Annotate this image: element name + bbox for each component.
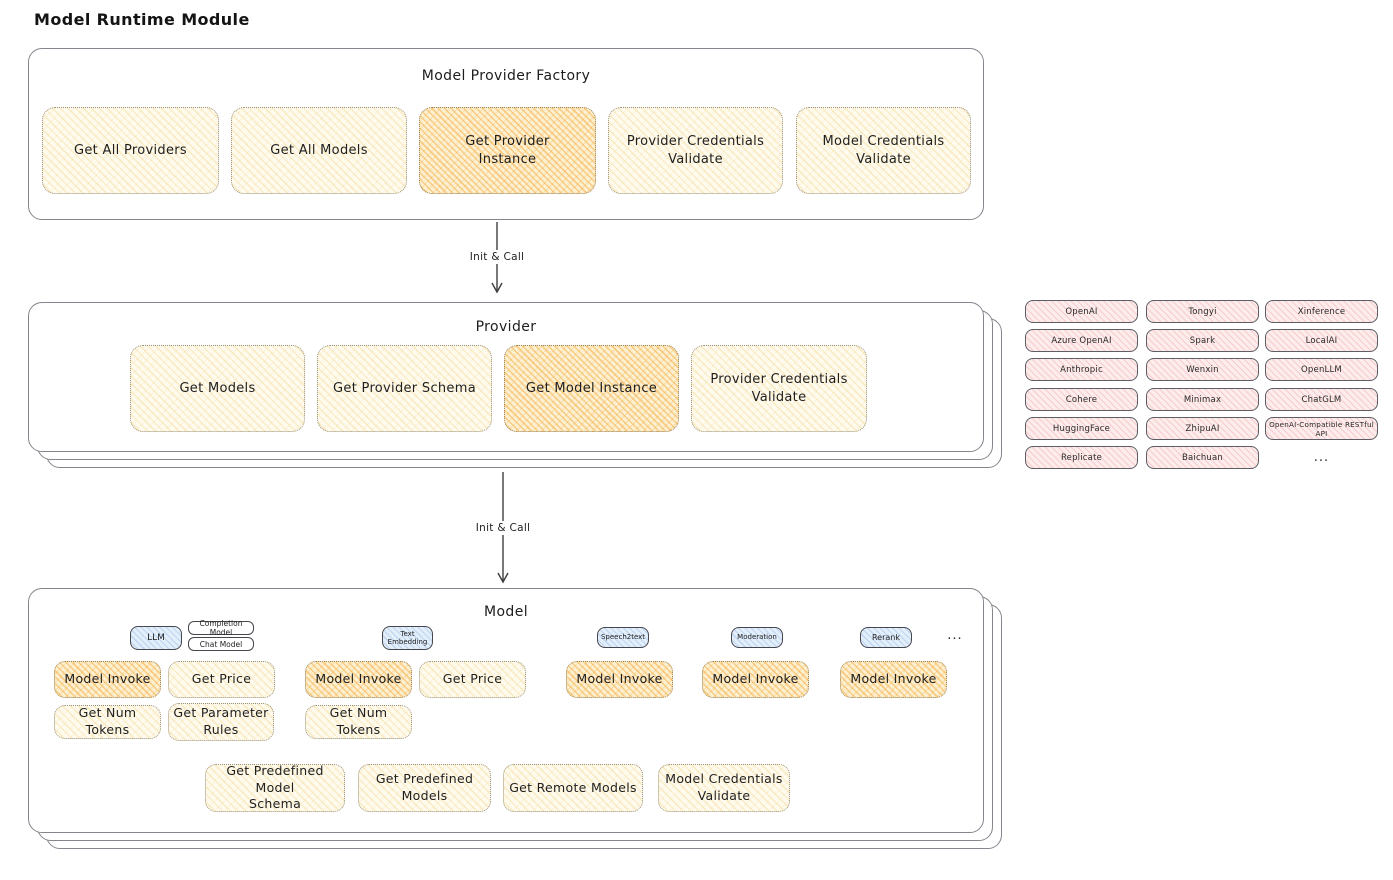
model-box-get-predefined-models: Get Predefined Models: [358, 764, 491, 812]
speech2text-model-invoke: Model Invoke: [566, 661, 673, 698]
llm-get-num-tokens: Get Num Tokens: [54, 705, 161, 739]
moderation-model-invoke: Model Invoke: [702, 661, 809, 698]
rerank-model-invoke: Model Invoke: [840, 661, 947, 698]
llm-model-invoke: Model Invoke: [54, 661, 161, 698]
model-box-get-predefined-model-schema: Get Predefined Model Schema: [205, 763, 345, 812]
llm-get-price: Get Price: [168, 661, 275, 698]
tag-speech2text: Speech2text: [597, 627, 649, 648]
provider-item-cohere: Cohere: [1025, 388, 1138, 411]
provider-item-minimax: Minimax: [1146, 388, 1259, 411]
provider-item-tongyi: Tongyi: [1146, 300, 1259, 323]
model-tags-more: ...: [947, 628, 963, 643]
text-embedding-model-invoke: Model Invoke: [305, 661, 412, 698]
page-title: Model Runtime Module: [34, 10, 250, 29]
provider-box-provider-credentials-validate: Provider Credentials Validate: [691, 345, 867, 432]
provider-item-replicate: Replicate: [1025, 446, 1138, 469]
llm-get-parameter-rules: Get Parameter Rules: [168, 703, 274, 741]
tag-chat-model: Chat Model: [188, 637, 254, 651]
provider-item-huggingface: HuggingFace: [1025, 417, 1138, 440]
provider-title: Provider: [475, 319, 537, 335]
factory-title: Model Provider Factory: [421, 68, 591, 84]
factory-box-get-provider-instance: Get Provider Instance: [419, 107, 596, 194]
provider-items-more: ...: [1313, 450, 1330, 465]
factory-box-model-credentials-validate: Model Credentials Validate: [796, 107, 971, 194]
model-title: Model: [483, 604, 529, 620]
provider-item-xinference: Xinference: [1265, 300, 1378, 323]
arrow-label-init-call-1: Init & Call: [459, 250, 535, 264]
model-box-get-remote-models: Get Remote Models: [503, 764, 643, 812]
tag-moderation: Moderation: [731, 627, 783, 648]
provider-item-chatglm: ChatGLM: [1265, 388, 1378, 411]
tag-text-embedding: Text Embedding: [382, 626, 433, 650]
text-embedding-get-num-tokens: Get Num Tokens: [305, 705, 412, 739]
provider-item-baichuan: Baichuan: [1146, 446, 1259, 469]
provider-item-wenxin: Wenxin: [1146, 358, 1259, 381]
factory-box-get-all-providers: Get All Providers: [42, 107, 219, 194]
factory-box-get-all-models: Get All Models: [231, 107, 407, 194]
provider-item-zhipuai: ZhipuAI: [1146, 417, 1259, 440]
provider-item-spark: Spark: [1146, 329, 1259, 352]
model-box-model-credentials-validate: Model Credentials Validate: [658, 764, 790, 812]
provider-item-openai: OpenAI: [1025, 300, 1138, 323]
provider-item-openai-compatible: OpenAI-Compatible RESTful API: [1265, 417, 1378, 440]
tag-completion-model: Completion Model: [188, 619, 254, 637]
provider-item-anthropic: Anthropic: [1025, 358, 1138, 381]
text-embedding-get-price: Get Price: [419, 661, 526, 698]
provider-box-get-model-instance: Get Model Instance: [504, 345, 679, 432]
provider-item-azure-openai: Azure OpenAI: [1025, 329, 1138, 352]
tag-llm: LLM: [130, 626, 182, 650]
provider-box-get-models: Get Models: [130, 345, 305, 432]
provider-item-localai: LocalAI: [1265, 329, 1378, 352]
provider-box-get-provider-schema: Get Provider Schema: [317, 345, 492, 432]
tag-rerank: Rerank: [860, 627, 912, 648]
arrow-label-init-call-2: Init & Call: [465, 521, 541, 535]
provider-item-openllm: OpenLLM: [1265, 358, 1378, 381]
factory-box-provider-credentials-validate: Provider Credentials Validate: [608, 107, 783, 194]
